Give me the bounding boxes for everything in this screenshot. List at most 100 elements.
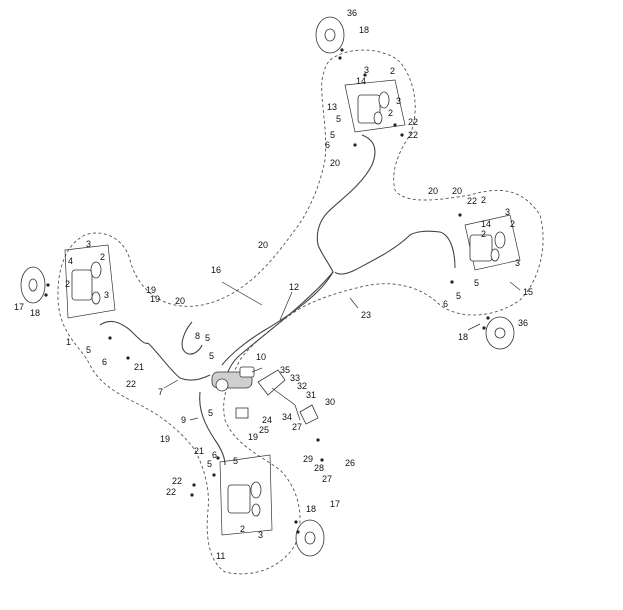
callout-19b: 19 (150, 294, 160, 304)
callout-22d: 22 (126, 379, 136, 389)
callout-7: 7 (158, 387, 163, 397)
master-cylinder (211, 366, 255, 392)
brake-lines (99, 134, 456, 466)
hose-rear-right (334, 230, 456, 275)
callout-22a: 22 (408, 117, 418, 127)
callout-18b: 18 (458, 332, 468, 342)
callout-2b: 2 (388, 108, 393, 118)
callout-34: 34 (282, 412, 292, 422)
brake-disc-left (20, 266, 46, 304)
callout-19d: 19 (160, 434, 170, 444)
callout-3d: 3 (515, 258, 520, 268)
callout-2d: 2 (510, 219, 515, 229)
caliper-top-right (344, 79, 406, 133)
callout-3f: 3 (104, 290, 109, 300)
callout-36a: 36 (347, 8, 357, 18)
callout-8: 8 (195, 331, 200, 341)
callout-29: 29 (303, 454, 313, 464)
callout-25: 25 (259, 425, 269, 435)
callout-19c: 19 (248, 432, 258, 442)
callout-6a: 6 (325, 140, 330, 150)
callout-2a: 2 (390, 66, 395, 76)
callout-27b: 27 (322, 474, 332, 484)
callout-14b: 14 (481, 219, 491, 229)
callout-33: 33 (290, 373, 300, 383)
callout-23: 23 (361, 310, 371, 320)
callout-6c: 6 (102, 357, 107, 367)
callout-30: 30 (325, 397, 335, 407)
callout-5h: 5 (208, 408, 213, 418)
brake-disc-top (315, 16, 345, 54)
callout-35: 35 (280, 365, 290, 375)
callout-14a: 14 (356, 76, 366, 86)
switch-30 (299, 404, 319, 425)
callout-5c: 5 (474, 278, 479, 288)
caliper-bottom (219, 454, 273, 536)
callout-5g: 5 (209, 351, 214, 361)
callout-20c: 20 (452, 186, 462, 196)
hose-8 (181, 321, 203, 355)
callout-11: 11 (216, 551, 225, 561)
hose-main-7 (147, 342, 211, 381)
callout-5i: 5 (233, 456, 238, 466)
callout-31: 31 (306, 390, 316, 400)
callout-5j: 5 (207, 459, 212, 469)
callout-6b: 6 (443, 299, 448, 309)
callout-18a: 18 (359, 25, 369, 35)
callout-17b: 17 (330, 499, 340, 509)
hose-front-right (316, 134, 376, 246)
callout-22c: 22 (467, 196, 477, 206)
callout-22e: 22 (172, 476, 182, 486)
callout-22b: 22 (408, 130, 418, 140)
hose-lower-9 (199, 391, 226, 466)
callout-13: 13 (327, 102, 337, 112)
callout-9: 9 (181, 415, 186, 425)
leader-lines (163, 281, 521, 421)
callout-5b: 5 (330, 130, 335, 140)
callout-28: 28 (314, 463, 324, 473)
callout-5d: 5 (456, 291, 461, 301)
callout-24: 24 (262, 415, 272, 425)
callout-4: 4 (68, 256, 73, 266)
callout-20a: 20 (330, 158, 340, 168)
callout-20b: 20 (428, 186, 438, 196)
callouts: 36 18 3 2 14 13 3 2 5 22 22 5 6 20 20 20… (14, 8, 533, 561)
callout-5f: 5 (205, 333, 210, 343)
brake-disc-bottom (295, 519, 325, 557)
callout-19a: 19 (146, 285, 156, 295)
callout-1: 1 (66, 337, 71, 347)
callout-2g: 2 (65, 279, 70, 289)
callout-5a: 5 (336, 114, 341, 124)
callout-36b: 36 (518, 318, 528, 328)
callout-3g: 3 (258, 530, 263, 540)
caliper-right (464, 214, 521, 271)
callout-17a: 17 (14, 302, 24, 312)
callout-3b: 3 (396, 96, 401, 106)
callout-3a: 3 (364, 65, 369, 75)
caliper-left (64, 244, 116, 319)
callout-3e: 3 (86, 239, 91, 249)
callout-21b: 21 (194, 446, 204, 456)
callout-32: 32 (297, 381, 307, 391)
assembly-outline (57, 49, 544, 575)
hose-front-left (99, 320, 149, 344)
callout-12: 12 (289, 282, 299, 292)
hose-12 (225, 271, 334, 379)
callout-10: 10 (256, 352, 266, 362)
callout-5e: 5 (86, 345, 91, 355)
callout-2h: 2 (240, 524, 245, 534)
callout-6d: 6 (212, 450, 217, 460)
callout-20e: 20 (175, 296, 185, 306)
callout-18c: 18 (30, 308, 40, 318)
callout-2e: 2 (481, 229, 486, 239)
callout-2c: 2 (481, 195, 486, 205)
callout-27a: 27 (292, 422, 302, 432)
callout-26: 26 (345, 458, 355, 468)
callout-16: 16 (211, 265, 221, 275)
hose-main-16 (221, 244, 334, 366)
callout-20d: 20 (258, 240, 268, 250)
callout-21a: 21 (134, 362, 144, 372)
fasteners (44, 48, 490, 534)
brake-disc-right (485, 316, 515, 350)
